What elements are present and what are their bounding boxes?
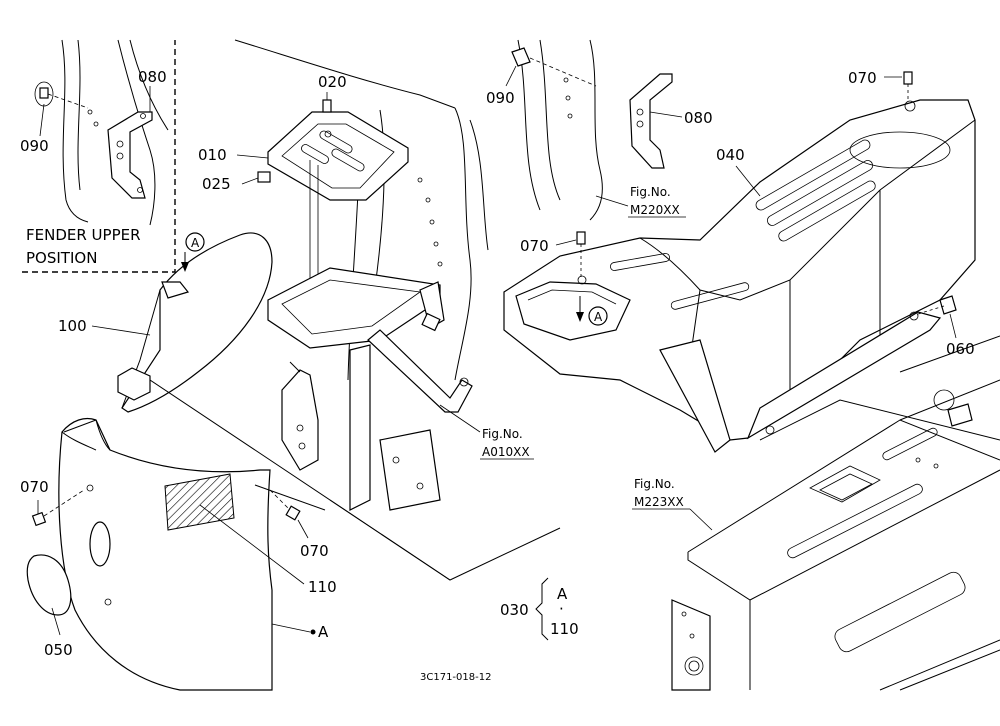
label-090-inset: 090 [20, 137, 49, 155]
group-item-top: A [557, 585, 568, 603]
label-060: 060 [946, 340, 975, 358]
label-100: 100 [58, 317, 87, 335]
group-030: 030 A · 110 [500, 577, 579, 641]
figref-a010xx: Fig.No. A010XX [439, 404, 534, 460]
label-025: 025 [202, 175, 231, 193]
label-070-right-top: 070 [848, 69, 877, 87]
figref-a010xx-line1: Fig.No. [482, 427, 523, 441]
label-040: 040 [716, 146, 745, 164]
figref-m220xx-line2: M220XX [630, 203, 680, 217]
label-020: 020 [318, 73, 347, 91]
group-item-bottom: 110 [550, 620, 579, 638]
figref-a010xx-line2: A010XX [482, 445, 530, 459]
marker-a-point: A [318, 623, 329, 641]
label-070-center: 070 [520, 237, 549, 255]
label-070-left: 070 [20, 478, 49, 496]
inset-caption-line1: FENDER UPPER [26, 226, 141, 244]
label-070-mid: 070 [300, 542, 329, 560]
floor-plate-outline [149, 379, 561, 581]
label-050: 050 [44, 641, 73, 659]
group-code: 030 [500, 601, 529, 619]
inset-fender-upper-position: FENDER UPPER POSITION 080 090 [20, 39, 176, 273]
group-dot: · [559, 600, 564, 618]
label-090: 090 [486, 89, 515, 107]
part-100-cover-panel: 100 A [58, 232, 273, 413]
label-110: 110 [308, 578, 337, 596]
floor-panel-m223xx: Fig.No. M223XX [632, 335, 1000, 691]
marker-a-left: A [191, 236, 200, 250]
figref-m223xx-line1: Fig.No. [634, 477, 675, 491]
pedal-bracket-assembly [267, 267, 473, 511]
marker-a-center: A [594, 310, 603, 324]
part-040-console: 040 A 070 070 060 [503, 69, 976, 453]
figref-m220xx-line1: Fig.No. [630, 185, 671, 199]
label-010: 010 [198, 146, 227, 164]
drawing-number: 3C171-018-12 [420, 672, 491, 683]
label-080-inset: 080 [138, 68, 167, 86]
part-010-step-plate: 010 020 025 [198, 73, 409, 330]
label-080: 080 [684, 109, 713, 127]
part-fender-lower: 050 110 070 070 A [20, 417, 337, 691]
figref-m223xx-line2: M223XX [634, 495, 684, 509]
right-fender-pieces: 090 080 Fig.No. M220XX [486, 39, 713, 221]
inset-caption-line2: POSITION [26, 249, 97, 267]
point-a-dot [310, 629, 316, 635]
